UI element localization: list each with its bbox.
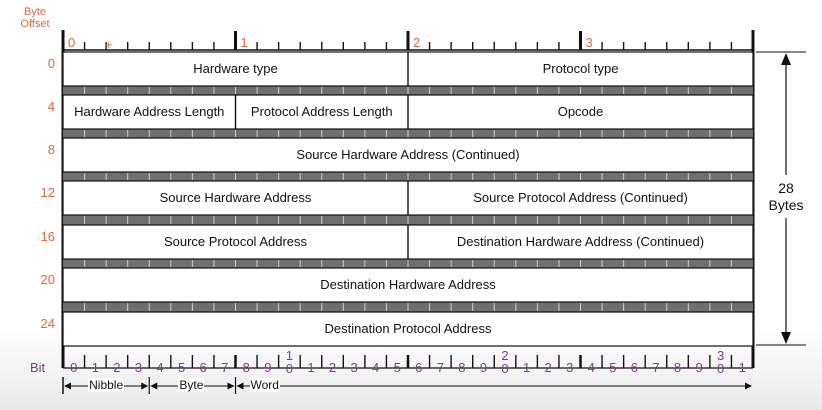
bit-number: 5 bbox=[177, 360, 186, 375]
bit-number: 2 bbox=[328, 360, 337, 375]
byte-offset-value: 0 bbox=[47, 56, 55, 71]
field-label: Hardware type bbox=[193, 61, 278, 76]
bit-number: 2 0 bbox=[501, 348, 509, 376]
size-arrow-head-down bbox=[781, 332, 791, 344]
bit-number: 1 bbox=[522, 360, 531, 375]
bit-number: 4 bbox=[372, 360, 380, 375]
bit-number: 9 bbox=[479, 360, 488, 375]
bit-number: 1 0 bbox=[285, 348, 294, 376]
byte-offset-value: 4 bbox=[47, 99, 55, 114]
field-label: Opcode bbox=[557, 104, 604, 119]
byte-span-arrow-head-right bbox=[227, 382, 235, 390]
bit-number: 3 0 bbox=[717, 348, 725, 376]
byte-offset-value: 20 bbox=[40, 272, 55, 287]
field-label: Source Protocol Address (Continued) bbox=[473, 190, 688, 205]
size-unit: Bytes bbox=[768, 197, 804, 213]
field-label: Protocol type bbox=[542, 61, 619, 76]
word-span-arrow-head-left bbox=[236, 382, 244, 390]
nibble-span-arrow-head-left bbox=[64, 382, 71, 390]
bit-number: 8 bbox=[242, 360, 250, 375]
byte-index-label: 0 bbox=[68, 35, 76, 50]
bit-number: 3 bbox=[350, 360, 358, 375]
byte-offset-heading: Byte Offset bbox=[20, 6, 50, 30]
field-label: Hardware Address Length bbox=[74, 104, 225, 119]
word-span-arrow-head-right bbox=[745, 382, 752, 390]
bit-number: 2 bbox=[113, 360, 121, 375]
bit-number: 1 bbox=[307, 360, 315, 375]
bit-number: 6 bbox=[630, 360, 639, 375]
field-label: Source Hardware Address bbox=[159, 190, 312, 205]
bit-number: 6 bbox=[415, 360, 423, 375]
size-value: 28 bbox=[778, 180, 794, 196]
bit-number: 6 bbox=[199, 360, 207, 375]
bit-heading: Bit bbox=[30, 360, 46, 375]
bit-number: 9 bbox=[264, 360, 272, 375]
bit-number: 0 bbox=[70, 360, 78, 375]
field-label: Destination Hardware Address bbox=[320, 277, 496, 292]
bit-number: 3 bbox=[134, 360, 143, 375]
bit-number: 8 bbox=[458, 360, 466, 375]
byte-offset-value: 8 bbox=[47, 142, 55, 157]
plus-mark: + bbox=[105, 37, 113, 52]
field-row bbox=[62, 267, 754, 303]
bit-number: 4 bbox=[587, 360, 595, 375]
byte-span-arrow-head-left bbox=[150, 382, 158, 390]
field-label: Destination Protocol Address bbox=[324, 321, 492, 336]
byte-index-label: 2 bbox=[413, 35, 421, 50]
field-label: Protocol Address Length bbox=[250, 104, 393, 119]
legend-nibble-label: Nibble bbox=[88, 378, 125, 392]
bit-number: 1 bbox=[738, 360, 746, 375]
byte-offset-value: 24 bbox=[40, 316, 55, 331]
bit-number: 7 bbox=[221, 360, 229, 375]
legend-byte-label: Byte bbox=[178, 378, 205, 392]
bit-number: 4 bbox=[156, 360, 164, 375]
field-label: Source Hardware Address (Continued) bbox=[296, 147, 520, 162]
bit-number: 7 bbox=[436, 360, 444, 375]
bit-number: 1 bbox=[91, 360, 99, 375]
nibble-span-arrow-head-right bbox=[141, 382, 149, 390]
bit-number: 2 bbox=[544, 360, 552, 375]
bit-number: 5 bbox=[609, 360, 617, 375]
field-row bbox=[62, 137, 754, 173]
bit-number: 9 bbox=[695, 360, 703, 375]
field-label: Destination Hardware Address (Continued) bbox=[456, 234, 705, 249]
bit-number: 7 bbox=[652, 360, 660, 375]
byte-index-label: 1 bbox=[240, 35, 248, 50]
byte-offset-value: 16 bbox=[40, 229, 55, 244]
legend-word-label: Word bbox=[249, 378, 280, 392]
bit-number: 5 bbox=[393, 360, 401, 375]
field-label: Source Protocol Address bbox=[163, 234, 308, 249]
byte-offset-value: 12 bbox=[40, 185, 55, 200]
size-arrow-head-up bbox=[781, 53, 791, 65]
byte-index-label: 3 bbox=[585, 35, 593, 50]
bit-number: 8 bbox=[673, 360, 682, 375]
field-row bbox=[62, 311, 754, 347]
bit-number: 3 bbox=[566, 360, 574, 375]
